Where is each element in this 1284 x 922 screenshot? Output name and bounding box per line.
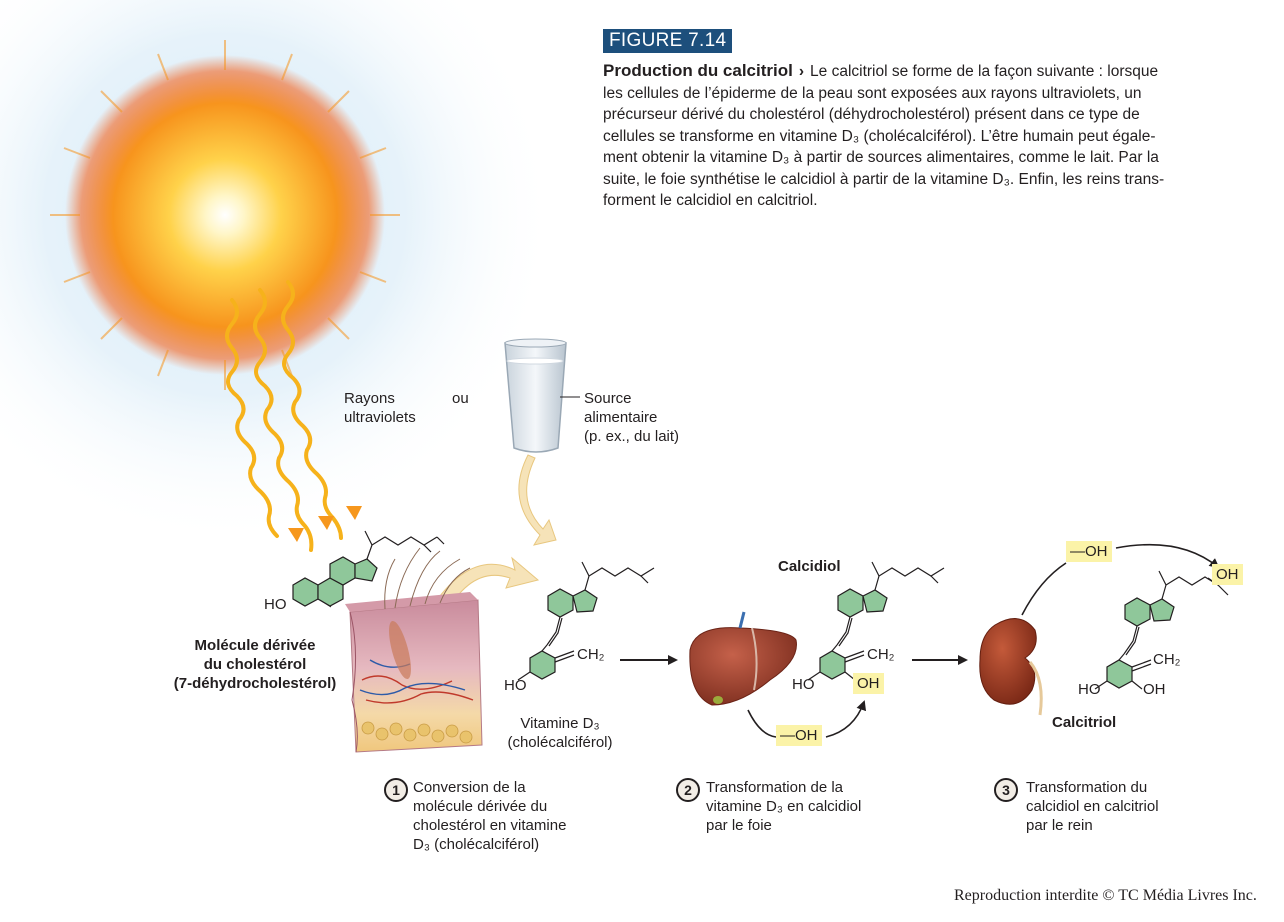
step-3-line-3: par le rein [1026, 817, 1093, 834]
vitamin-d3-molecule [517, 561, 655, 681]
liver-arrow-in [747, 709, 777, 738]
uv-label-line-1: Rayons [344, 390, 395, 407]
liver-arrow-out [825, 700, 867, 738]
7-dehydrocholesterol-molecule [292, 530, 445, 608]
step-1-line-3: cholestérol en vitamine [413, 817, 567, 834]
cholesterol-label-line-3: (7-déhydrocholestérol) [173, 675, 337, 692]
step-3-line-2: calcidiol en calcitriol [1026, 798, 1159, 815]
calcidiol-label: Calcidiol [778, 558, 841, 575]
cholesterol-label-line-2: du cholestérol [203, 656, 307, 673]
liver-oh-group: —OH [776, 725, 822, 746]
step-2-line-1: Transformation de la [706, 779, 844, 796]
calcidiol-ho-label: HO [792, 676, 815, 693]
food-label-line-2: alimentaire [584, 409, 658, 426]
step-1-line-1: Conversion de la [413, 779, 526, 796]
uv-label: Rayons ultraviolets [344, 389, 416, 427]
vitd3-ho-label: HO [504, 677, 527, 694]
calcitriol-ho-label: HO [1078, 681, 1101, 698]
caption-line-5: ment obtenir la vitamine D₃ à partir de … [603, 149, 1159, 166]
vitd3-label-line-2: (cholécalciférol) [507, 734, 613, 751]
step-2-number: 2 [676, 778, 700, 802]
milk-glass-icon [504, 338, 580, 453]
kidney-oh-group: —OH [1066, 541, 1112, 562]
caption-line-3: précurseur dérivé du cholestérol (déhydr… [603, 106, 1140, 123]
figure-caption: Production du calcitriol › Le calcitriol s… [603, 60, 1228, 212]
calcitriol-ch2-label: CH₂ [1153, 651, 1181, 668]
food-source-arrow [518, 454, 557, 546]
skin-conversion-arrow [429, 556, 540, 616]
step-1-line-2: molécule dérivée du [413, 798, 548, 815]
cholesterol-ho-label: HO [264, 596, 287, 613]
calcitriol-oh-label: OH [1143, 681, 1166, 698]
skin-section-icon [345, 547, 483, 753]
food-source-label: Source alimentaire (p. ex., du lait) [584, 389, 679, 446]
uv-rays-icon [225, 280, 362, 552]
cholesterol-label-line-1: Molécule dérivée [194, 637, 316, 654]
step-1-number: 1 [384, 778, 408, 802]
caption-line-7: forment le calcidiol en calcitriol. [603, 192, 818, 209]
vitd3-ch2-label: CH₂ [577, 646, 605, 663]
vitd3-label: Vitamine D₃ (cholécalciférol) [495, 714, 625, 752]
food-label-line-3: (p. ex., du lait) [584, 428, 680, 445]
step-3-number: 3 [994, 778, 1018, 802]
figure-title: Production du calcitriol [603, 61, 793, 80]
calcitriol-label: Calcitriol [1052, 714, 1117, 731]
vitd3-label-line-1: Vitamine D₃ [520, 715, 600, 732]
calcidiol-oh-label: OH [853, 673, 884, 694]
caption-line-6: suite, le foie synthétise le calcidiol à… [603, 170, 1165, 188]
copyright-notice: Reproduction interdite © TC Média Livres… [954, 887, 1257, 904]
caption-line-1: Le calcitriol se forme de la façon suiva… [810, 63, 1159, 80]
sun-icon [50, 40, 400, 390]
step-3: 3 Transformation du calcidiol en calcitr… [994, 778, 1159, 835]
kidney-arrow-out [1115, 543, 1220, 569]
calcitriol-molecule [1094, 568, 1229, 690]
kidney-arrow-in [1021, 562, 1067, 616]
uv-label-line-2: ultraviolets [344, 409, 416, 426]
calcidiol-ch2-label: CH₂ [867, 646, 895, 663]
chevron-icon: › [798, 63, 805, 80]
cholesterol-label: Molécule dérivée du cholestérol (7-déhyd… [150, 636, 360, 693]
or-label: ou [452, 390, 469, 407]
step-3-line-1: Transformation du [1026, 779, 1148, 796]
calcitriol-oh-side-label: OH [1212, 564, 1243, 585]
figure-badge: FIGURE 7.14 [603, 29, 733, 53]
caption-line-2: les cellules de l’épiderme de la peau so… [603, 84, 1142, 102]
step-2: 2 Transformation de la vitamine D₃ en ca… [676, 778, 861, 835]
food-label-line-1: Source [584, 390, 632, 407]
step-1: 1 Conversion de la molécule dérivée du c… [384, 778, 566, 854]
step-1-line-4: D₃ (cholécalciférol) [413, 836, 540, 853]
step-2-line-2: vitamine D₃ en calcidiol [706, 798, 862, 815]
step-2-line-3: par le foie [706, 817, 772, 834]
kidney-icon [979, 618, 1043, 716]
caption-line-4: cellules se transforme en vitamine D₃ (c… [603, 127, 1156, 145]
liver-icon [689, 611, 797, 706]
